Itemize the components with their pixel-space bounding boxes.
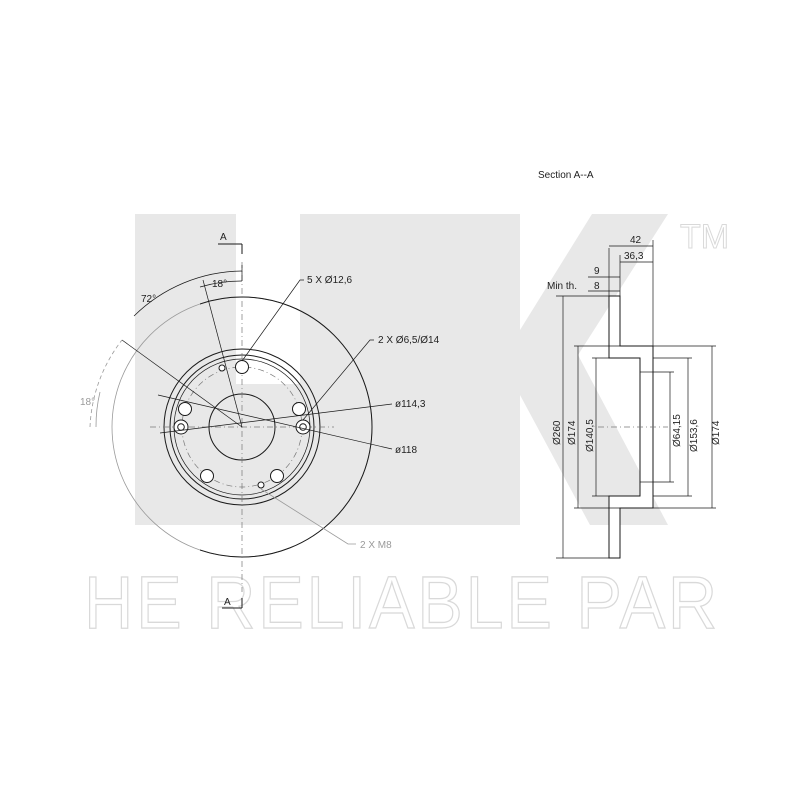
thread-hole-bottom bbox=[257, 481, 265, 489]
dim-d-friction-inner: Ø174 bbox=[567, 420, 578, 445]
section-title: Section A--A bbox=[538, 170, 594, 181]
dim-d-center-bore: Ø64,15 bbox=[672, 414, 683, 447]
leader-bolt-holes bbox=[241, 279, 304, 362]
dim-d-hat: Ø140,5 bbox=[585, 419, 596, 452]
front-view: A A 18° 72° 18° 5 X Ø12,6 2 X Ø6,5/Ø14 ø… bbox=[80, 232, 440, 609]
dim-d-hat-inner: Ø153,6 bbox=[689, 419, 700, 452]
leader-small-holes bbox=[302, 339, 374, 421]
nk-logo-watermark: TM HE RELIABLE PAR bbox=[83, 214, 730, 645]
dim-total-height: 42 bbox=[630, 235, 642, 246]
callout-bolt-holes: 5 X Ø12,6 bbox=[307, 275, 352, 286]
dim-line-pcd bbox=[159, 403, 393, 434]
section-marker-bottom: A bbox=[224, 597, 231, 608]
logo-n-notch bbox=[236, 214, 300, 384]
section-marker-top: A bbox=[220, 232, 227, 243]
angle-arc-18-top bbox=[199, 280, 243, 288]
leader-threads bbox=[260, 488, 356, 545]
callout-threads: 2 X M8 bbox=[360, 540, 392, 551]
tagline-text: HE RELIABLE PAR bbox=[84, 561, 720, 644]
angle-arc-left-dashed bbox=[89, 339, 123, 428]
dim-d-right: Ø174 bbox=[711, 420, 722, 445]
callout-pcd: ø114,3 bbox=[395, 399, 426, 410]
angle-label-72: 72° bbox=[141, 294, 156, 305]
bolt-hole-4 bbox=[270, 469, 284, 483]
angle-arc-18-left bbox=[95, 391, 101, 428]
bolt-hole-1 bbox=[235, 360, 249, 374]
angle-arc-72 bbox=[133, 270, 243, 317]
thread-hole-top bbox=[218, 364, 226, 372]
bolt-hole-3 bbox=[200, 469, 214, 483]
angle-ray-72 bbox=[121, 339, 243, 428]
logo-block-k bbox=[447, 214, 668, 525]
angle-ray-18 bbox=[202, 279, 243, 428]
dim-d-outer: Ø260 bbox=[552, 420, 563, 445]
callout-hub: ø118 bbox=[395, 445, 417, 456]
dim-min-thickness: 8 bbox=[594, 281, 600, 292]
dim-min-thickness-label: Min th. bbox=[547, 281, 577, 292]
callout-small-holes: 2 X Ø6,5/Ø14 bbox=[378, 335, 440, 346]
trademark-text: TM bbox=[680, 218, 729, 256]
bolt-hole-2 bbox=[178, 402, 192, 416]
logo-block-k-stem bbox=[300, 214, 378, 525]
dim-hat-height: 36,3 bbox=[624, 251, 644, 262]
small-hole-left-inner bbox=[177, 423, 185, 431]
dim-line-hub bbox=[157, 394, 393, 450]
angle-label-18-top: 18° bbox=[212, 279, 227, 290]
angle-label-18-left: 18° bbox=[80, 397, 95, 408]
bolt-hole-5 bbox=[292, 402, 306, 416]
dim-thickness: 9 bbox=[594, 266, 600, 277]
section-view: Section A--A 42 36,3 9 Min th. 8 Ø260 Ø1… bbox=[538, 170, 722, 559]
